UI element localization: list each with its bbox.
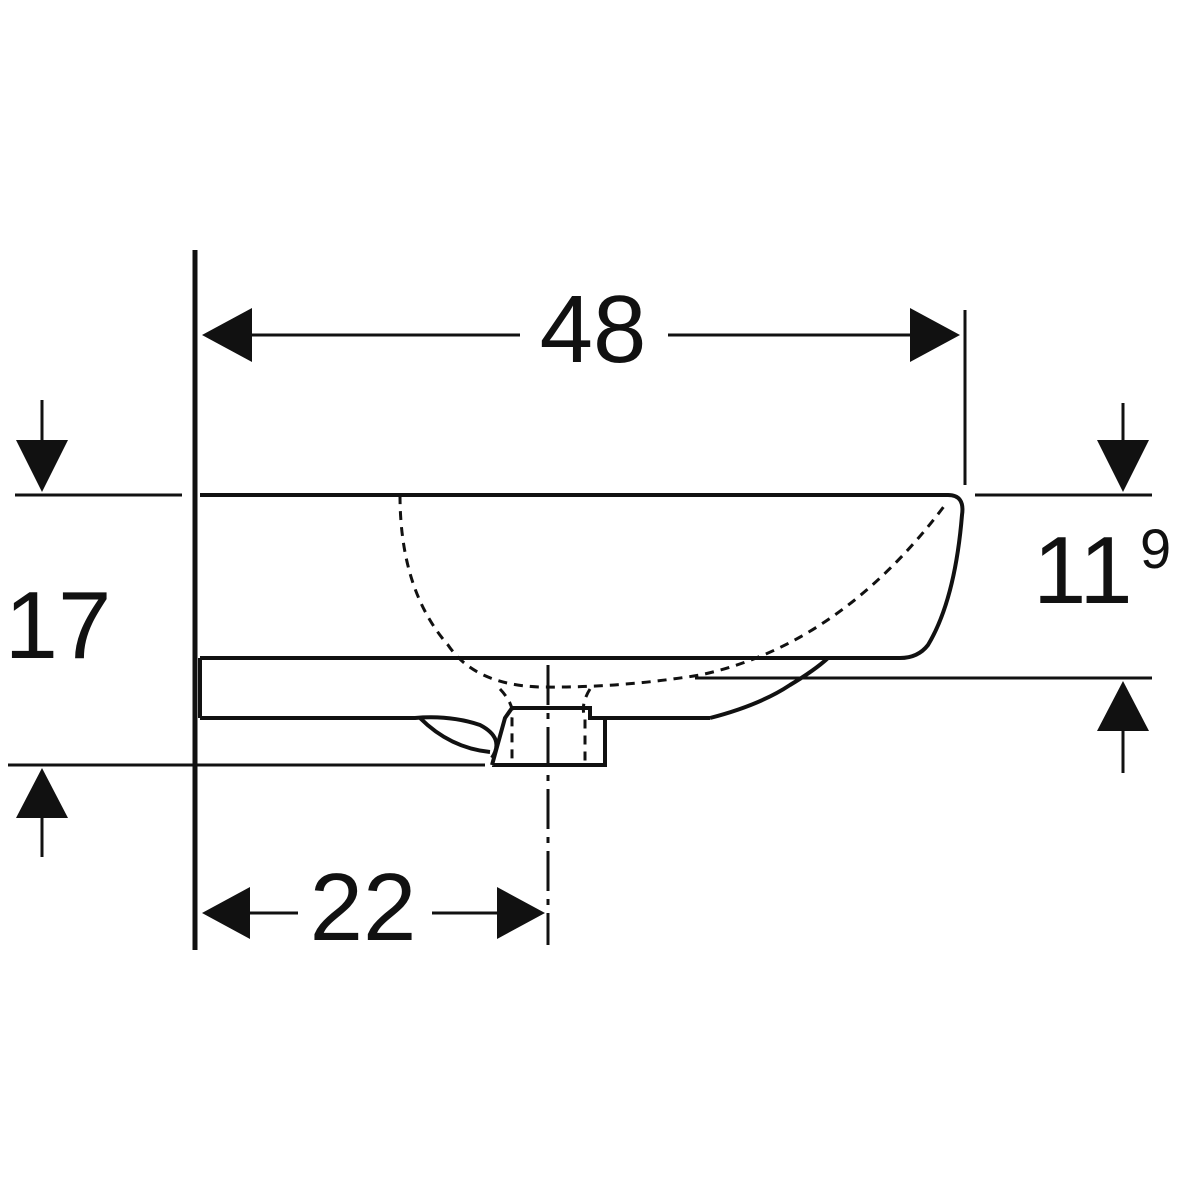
rim-height-superscript: 9 — [1140, 517, 1171, 580]
rim-arrow-top — [1097, 440, 1149, 492]
drain-arrow-left — [202, 887, 250, 939]
rim-height-label: 11 9 — [1033, 517, 1171, 624]
basin-underside-curve — [709, 656, 830, 720]
width-arrow-left — [202, 308, 252, 362]
bowl-hidden-outline — [398, 494, 947, 689]
basin-lower-body — [200, 715, 499, 760]
drain-arrow-right — [497, 887, 545, 939]
rim-arrow-bottom — [1097, 681, 1149, 731]
drain-offset-label: 22 — [310, 854, 417, 961]
rim-height-base: 11 — [1033, 517, 1133, 624]
height-arrow-top — [16, 440, 68, 492]
height-arrow-bottom — [16, 768, 68, 818]
bowl-drain-hidden — [498, 687, 592, 765]
height-dimension-label: 17 — [5, 572, 112, 679]
width-dimension-label: 48 — [540, 276, 647, 383]
basin-top-body — [200, 493, 965, 660]
basin-drain-bump — [418, 716, 491, 754]
drain-outlet — [490, 706, 607, 767]
width-arrow-right — [910, 308, 960, 362]
